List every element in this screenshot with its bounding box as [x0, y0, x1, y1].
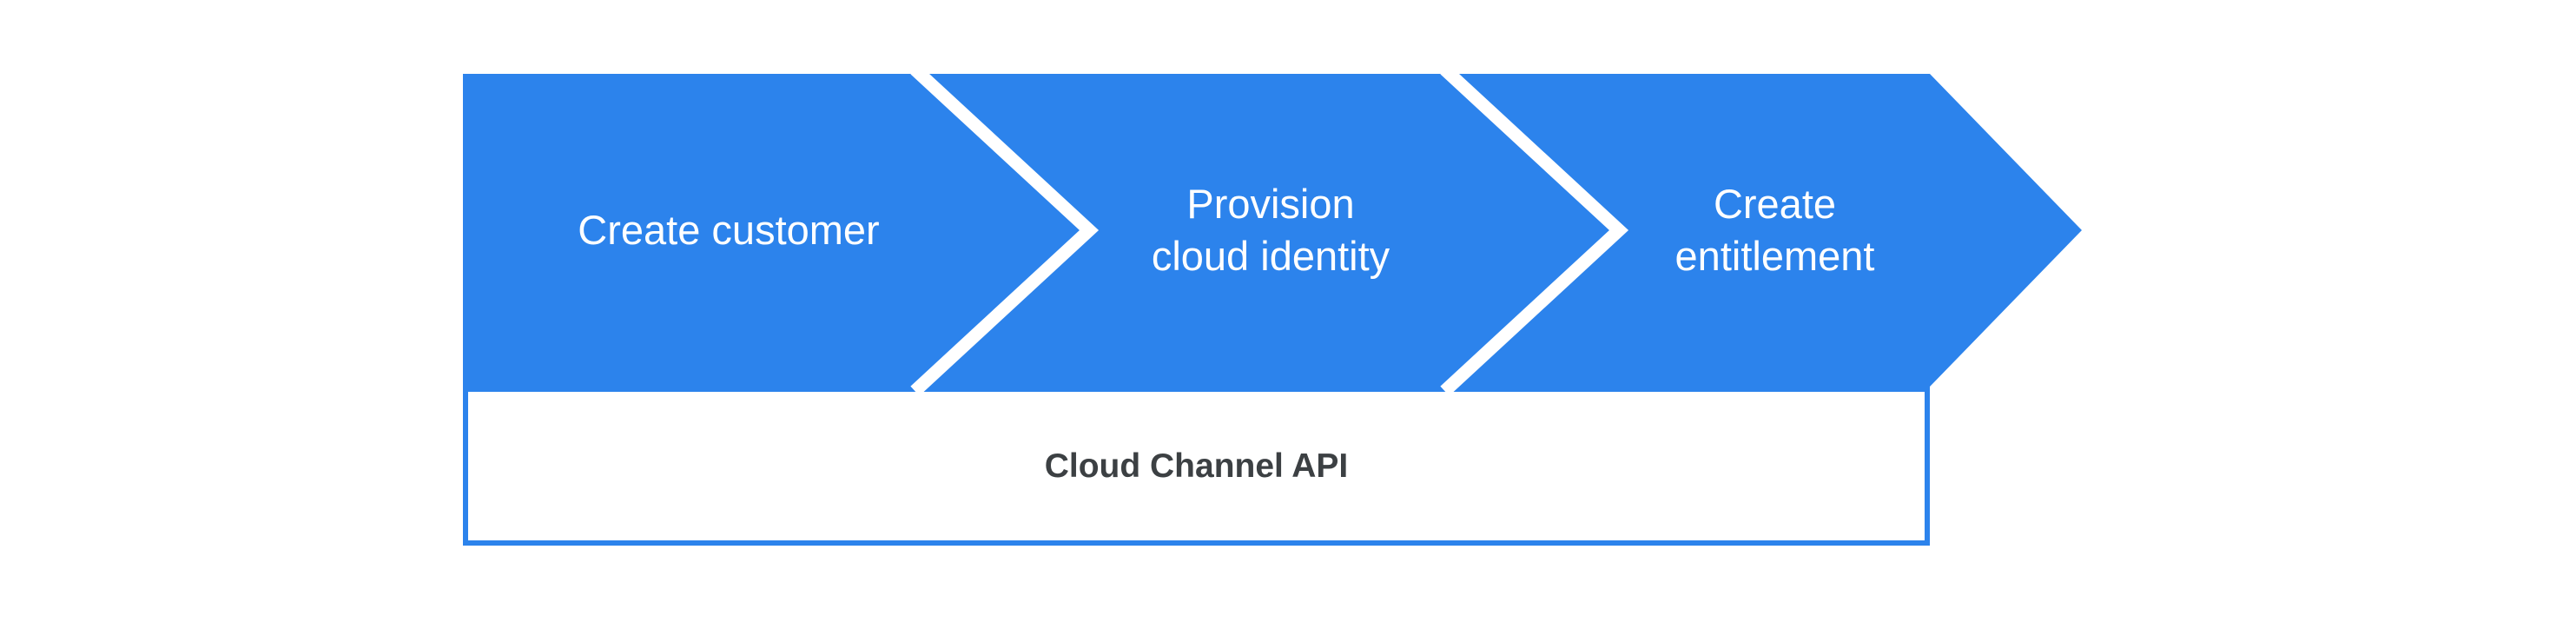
- chevron-separator-1-icon: [910, 64, 1100, 396]
- step-label-create-entitlement: Create entitlement: [1674, 181, 1875, 279]
- step-label-provision-cloud-identity: Provision cloud identity: [1151, 181, 1390, 279]
- chevron-separator-2-icon: [1440, 64, 1629, 396]
- api-bar-label: Cloud Channel API: [1044, 447, 1349, 485]
- api-box: [463, 387, 1930, 546]
- arrow-body: [463, 74, 2082, 387]
- step-label-create-customer: Create customer: [578, 207, 880, 253]
